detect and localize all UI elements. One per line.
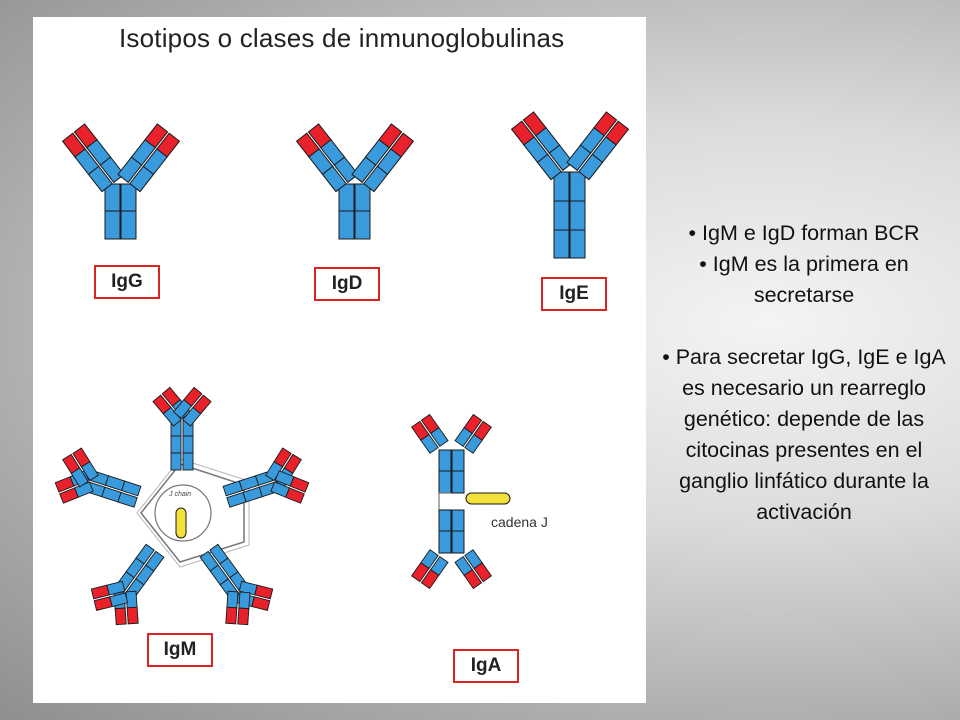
igm-label: IgM (147, 633, 213, 667)
note-first-secreted: • IgM es la primera en secretarse (699, 252, 909, 307)
igm-j-chain-small-label: J chain (168, 491, 191, 498)
ige-label: IgE (541, 277, 607, 311)
igm-molecule: J chain (50, 387, 314, 634)
iga-molecule: cadena J (411, 414, 548, 589)
igd-molecule (296, 123, 414, 240)
page-title: Isotipos o clases de inmunoglobulinas (119, 23, 565, 53)
igg-molecule (62, 123, 180, 240)
notes-text: • IgM e IgD forman BCR • IgM es la prime… (652, 218, 956, 528)
igg-label: IgG (94, 265, 160, 299)
note-bcr: • IgM e IgD forman BCR (688, 221, 920, 245)
antibody-diagram: J chain cadena J (33, 111, 629, 703)
ige-molecule (511, 111, 629, 259)
note-rearrangement: • Para secretar IgG, IgE e IgA es necesa… (662, 345, 946, 524)
note-spacer (652, 311, 956, 342)
iga-j-chain-label: cadena J (491, 514, 548, 530)
igd-label: IgD (314, 267, 380, 301)
figure-panel: J chain cadena J Isotipos o clases de in… (33, 17, 646, 703)
iga-label: IgA (453, 649, 519, 683)
